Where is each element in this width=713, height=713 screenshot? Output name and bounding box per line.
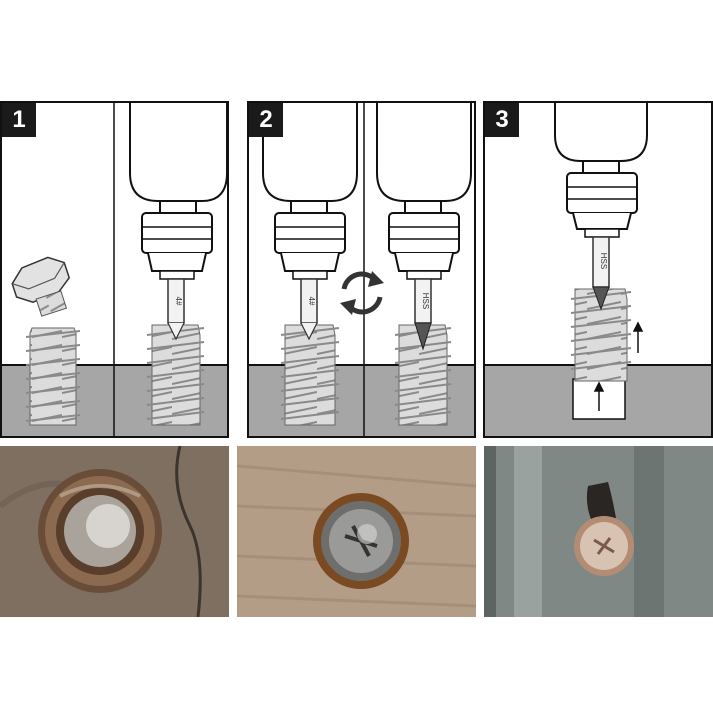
extractor-tip bbox=[414, 322, 432, 351]
extractor-bit-label: HSS bbox=[599, 253, 608, 269]
extractor-bit-label: HSS bbox=[421, 293, 430, 309]
step-3-badge: 3 bbox=[485, 103, 519, 137]
drill-body bbox=[129, 103, 227, 202]
step-2-badge: 2 bbox=[249, 103, 283, 137]
drill-chuck bbox=[141, 212, 213, 254]
drill-body bbox=[554, 103, 648, 162]
drill-body-right bbox=[376, 103, 472, 202]
broken-screw-head bbox=[11, 256, 71, 317]
up-arrow-icon bbox=[593, 381, 605, 411]
photo-stripped-screw-in-wood bbox=[237, 446, 476, 617]
step-3-panel: 3 HSS bbox=[483, 101, 713, 438]
up-arrow-icon bbox=[632, 321, 644, 353]
drill-collar bbox=[159, 200, 197, 214]
photo-screw-in-metal-sheet bbox=[484, 446, 713, 617]
step-3-illustration: HSS bbox=[485, 103, 711, 436]
step-1-illustration: 4# bbox=[2, 103, 227, 436]
drill-bit-label: 4# bbox=[174, 297, 183, 306]
step-2-illustration: 4# HSS bbox=[249, 103, 474, 436]
photo-rusted-nut bbox=[0, 446, 229, 617]
step-2-panel: 2 4# HSS bbox=[247, 101, 476, 438]
step-1-panel: 1 bbox=[0, 101, 229, 438]
drill-bit-label: 4# bbox=[307, 297, 316, 306]
rotate-arrows-icon bbox=[340, 271, 384, 315]
step-1-badge: 1 bbox=[2, 103, 36, 137]
